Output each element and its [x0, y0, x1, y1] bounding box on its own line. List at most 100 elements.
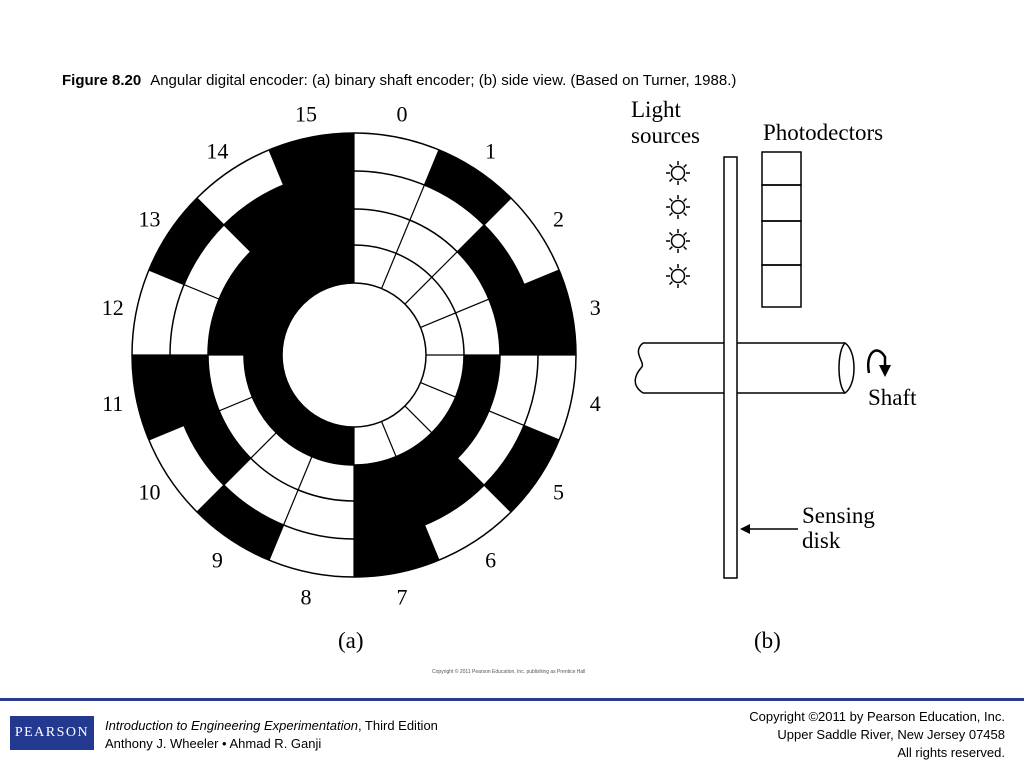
encoder-cell	[354, 456, 410, 501]
encoder-cell	[457, 410, 524, 486]
encoder-cell	[396, 220, 458, 278]
encoder-cell	[148, 198, 224, 285]
encoder-disk	[132, 133, 576, 577]
encoder-cell	[488, 355, 538, 426]
sector-label: 6	[485, 548, 496, 573]
encoder-sector-divider	[420, 381, 560, 441]
photodetector-array	[761, 151, 802, 308]
light-source-icon	[666, 195, 690, 219]
part-b-label: (b)	[754, 628, 781, 653]
light-sources-label-line2: sources	[631, 123, 700, 148]
photodetector-cell	[761, 264, 802, 308]
light-source-icon	[666, 229, 690, 253]
encoder-cell	[431, 397, 489, 459]
footer-divider	[0, 698, 1024, 701]
encoder-cell	[424, 149, 511, 225]
encoder-cell	[354, 489, 425, 539]
encoder-cell	[252, 277, 304, 328]
encoder-sector-divider	[268, 149, 328, 289]
encoder-cell	[404, 382, 456, 433]
encoder-cell	[276, 405, 327, 457]
encoder-sector-divider	[196, 405, 304, 513]
encoder-cell	[298, 456, 354, 501]
encoder-cell	[431, 251, 489, 313]
encoder-cell	[283, 489, 354, 539]
encoder-cell	[223, 458, 299, 525]
encoder-cell	[484, 198, 560, 285]
sector-label: 9	[212, 548, 223, 573]
light-source-icon	[666, 264, 690, 288]
sector-label: 11	[102, 391, 123, 416]
light-sources-label-line1: Light	[631, 97, 681, 122]
encoder-ring-outline	[281, 282, 427, 428]
sector-label: 3	[590, 295, 601, 320]
pearson-logo: PEARSON	[10, 716, 94, 750]
encoder-cell	[250, 220, 312, 278]
encoder-sector-divider	[148, 381, 288, 441]
photodetector-cell	[761, 220, 802, 266]
copyright-line-2: Upper Saddle River, New Jersey 07458	[777, 727, 1005, 742]
encoder-cell	[252, 382, 304, 433]
encoder-cell	[197, 149, 284, 225]
book-authors: Anthony J. Wheeler • Ahmad R. Ganji	[105, 736, 322, 751]
book-edition: , Third Edition	[357, 718, 438, 733]
encoder-cell	[488, 284, 538, 355]
figure-caption: Figure 8.20 Angular digital encoder: (a) …	[62, 72, 736, 89]
encoder-cell	[223, 185, 299, 252]
sector-label: 13	[138, 206, 160, 231]
rotation-arrow-icon	[866, 349, 891, 377]
shaft	[634, 342, 855, 394]
book-title-line: Introduction to Engineering Experimentat…	[105, 717, 438, 735]
book-info: Introduction to Engineering Experimentat…	[105, 717, 438, 753]
encoder-cell	[409, 185, 485, 252]
encoder-cell	[409, 458, 485, 525]
encoder-cell	[381, 253, 432, 305]
sector-label: 1	[485, 138, 496, 163]
sector-label: 0	[396, 102, 407, 127]
encoder-cell	[283, 171, 354, 221]
figure-copyright-note: Copyright © 2011 Pearson Education, Inc.…	[432, 669, 586, 675]
encoder-cell	[208, 355, 253, 411]
sector-label: 2	[553, 206, 564, 231]
sector-label: 15	[295, 102, 317, 127]
encoder-cell	[148, 425, 224, 512]
encoder-disk-lines	[131, 132, 577, 578]
encoder-cell	[276, 253, 327, 305]
encoder-cell	[396, 432, 458, 490]
photodetectors-label: Photodectors	[763, 120, 883, 145]
encoder-sector-divider	[380, 149, 440, 289]
sector-label: 5	[553, 480, 564, 505]
encoder-cell	[170, 284, 220, 355]
sensing-disk	[723, 156, 738, 579]
encoder-cell	[424, 485, 511, 561]
part-a-label: (a)	[338, 628, 364, 653]
figure-number: Figure 8.20	[62, 72, 142, 89]
photodetector-cell	[761, 184, 802, 222]
encoder-cell	[457, 224, 524, 300]
sector-label: 12	[102, 295, 124, 320]
sensing-disk-pointer	[740, 524, 798, 534]
light-sources	[666, 161, 690, 288]
light-source-icon	[666, 161, 690, 185]
shaft-label: Shaft	[868, 385, 917, 410]
encoder-cell	[298, 209, 354, 254]
sensing-disk-label-line2: disk	[802, 528, 841, 553]
sector-label: 4	[590, 391, 601, 416]
encoder-cell	[455, 299, 500, 355]
encoder-cell	[455, 355, 500, 411]
encoder-sector-divider	[268, 421, 328, 561]
encoder-cell	[404, 277, 456, 328]
book-title: Introduction to Engineering Experimentat…	[105, 718, 358, 733]
figure-caption-text: Angular digital encoder: (a) binary shaf…	[150, 72, 737, 89]
encoder-cell	[250, 432, 312, 490]
copyright-line-1: Copyright ©2011 by Pearson Education, In…	[749, 709, 1005, 724]
encoder-cell	[354, 209, 410, 254]
sector-label: 10	[138, 480, 160, 505]
encoder-cell	[170, 355, 220, 426]
encoder-cell	[484, 425, 560, 512]
encoder-sector-divider	[404, 197, 512, 305]
encoder-cell	[184, 224, 251, 300]
